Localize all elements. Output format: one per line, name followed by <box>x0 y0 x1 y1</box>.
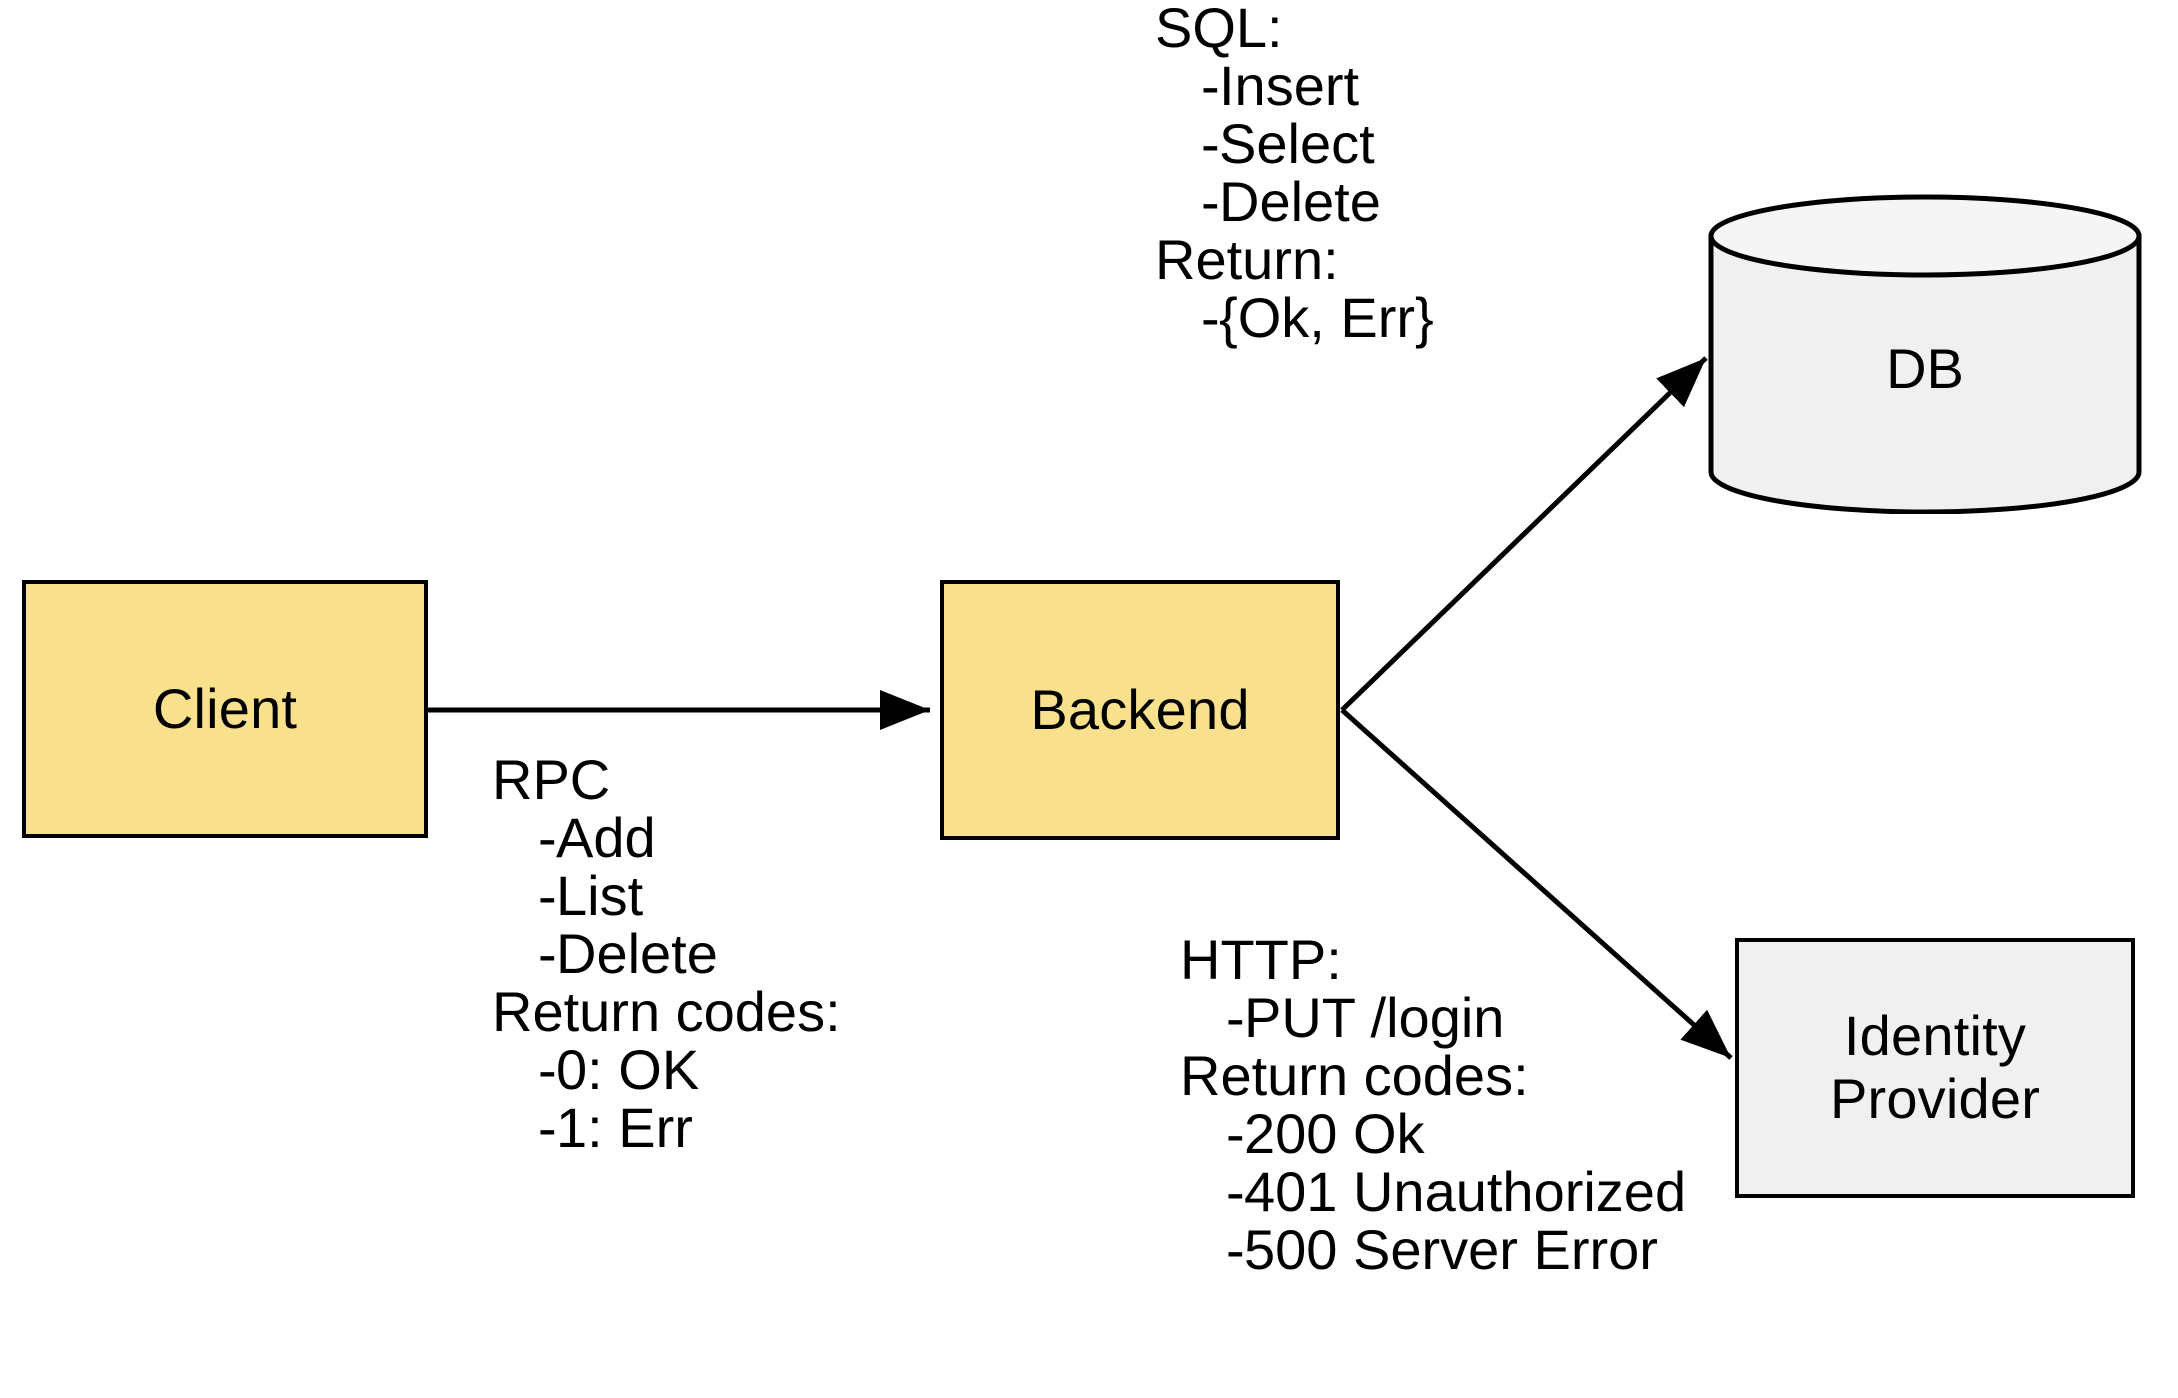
annotation-sql-return-heading: Return: <box>1155 228 1339 291</box>
annotation-http-return-item: - 401 Unauthorized <box>1180 1164 1686 1220</box>
annotation-sql-item: - Delete <box>1155 174 1434 230</box>
annotation-sql-heading: SQL: <box>1155 0 1283 59</box>
node-database-label: DB <box>1886 336 1964 400</box>
node-identity-provider[interactable]: Identity Provider <box>1735 938 2135 1198</box>
annotation-rpc-return-item-label: 0: OK <box>556 1038 700 1101</box>
annotation-http-item: - PUT /login <box>1180 990 1686 1046</box>
annotation-rpc-item: - Delete <box>492 926 841 982</box>
bullet-dash-icon: - <box>1226 986 1245 1049</box>
annotation-sql-item-label: Select <box>1219 112 1375 175</box>
bullet-dash-icon: - <box>1201 286 1220 349</box>
node-backend[interactable]: Backend <box>940 580 1340 840</box>
annotation-http-return-item-label: 200 Ok <box>1244 1102 1425 1165</box>
bullet-dash-icon: - <box>538 1038 557 1101</box>
annotation-rpc-heading: RPC <box>492 748 611 811</box>
cylinder-shape <box>1708 194 2142 514</box>
annotation-sql-item: - Select <box>1155 116 1434 172</box>
annotation-http-return-heading: Return codes: <box>1180 1044 1529 1107</box>
annotation-sql: SQL: - Insert - Select - Delete Return: … <box>1155 0 1434 348</box>
annotation-rpc-return-heading: Return codes: <box>492 980 841 1043</box>
bullet-dash-icon: - <box>1226 1102 1245 1165</box>
annotation-rpc-item: - List <box>492 868 841 924</box>
annotation-http-return-item: - 200 Ok <box>1180 1106 1686 1162</box>
annotation-rpc: RPC - Add - List - Delete Return codes: … <box>492 752 841 1158</box>
annotation-http-heading: HTTP: <box>1180 928 1342 991</box>
annotation-http-return-item-label: 500 Server Error <box>1244 1218 1658 1281</box>
annotation-http-return-item-label: 401 Unauthorized <box>1244 1160 1687 1223</box>
bullet-dash-icon: - <box>1201 54 1220 117</box>
annotation-http-return-item: - 500 Server Error <box>1180 1222 1686 1278</box>
annotation-sql-return-item: - {Ok, Err} <box>1155 290 1434 346</box>
annotation-http: HTTP: - PUT /login Return codes: - 200 O… <box>1180 932 1686 1280</box>
node-client-label: Client <box>152 676 298 740</box>
annotation-sql-item: - Insert <box>1155 58 1434 114</box>
annotation-rpc-item-label: Add <box>556 806 656 869</box>
bullet-dash-icon: - <box>538 864 557 927</box>
node-database[interactable]: DB <box>1708 194 2142 514</box>
annotation-rpc-item-label: Delete <box>556 922 718 985</box>
bullet-dash-icon: - <box>538 922 557 985</box>
bullet-dash-icon: - <box>1201 112 1220 175</box>
node-identity-provider-label: Identity Provider <box>1829 1004 2041 1130</box>
annotation-rpc-item-label: List <box>556 864 644 927</box>
node-backend-label: Backend <box>1030 677 1250 741</box>
bullet-dash-icon: - <box>538 806 557 869</box>
bullet-dash-icon: - <box>1226 1218 1245 1281</box>
annotation-rpc-return-item: - 0: OK <box>492 1042 841 1098</box>
annotation-rpc-item: - Add <box>492 810 841 866</box>
bullet-dash-icon: - <box>538 1096 557 1159</box>
annotation-sql-item-label: Insert <box>1219 54 1360 117</box>
bullet-dash-icon: - <box>1201 170 1220 233</box>
annotation-rpc-return-item: - 1: Err <box>492 1100 841 1156</box>
annotation-http-item-label: PUT /login <box>1244 986 1505 1049</box>
annotation-rpc-return-item-label: 1: Err <box>556 1096 693 1159</box>
annotation-sql-item-label: Delete <box>1219 170 1381 233</box>
node-client[interactable]: Client <box>22 580 428 838</box>
bullet-dash-icon: - <box>1226 1160 1245 1223</box>
edge-backend-to-db <box>1340 356 1708 712</box>
annotation-sql-return-item-label: {Ok, Err} <box>1219 286 1434 349</box>
